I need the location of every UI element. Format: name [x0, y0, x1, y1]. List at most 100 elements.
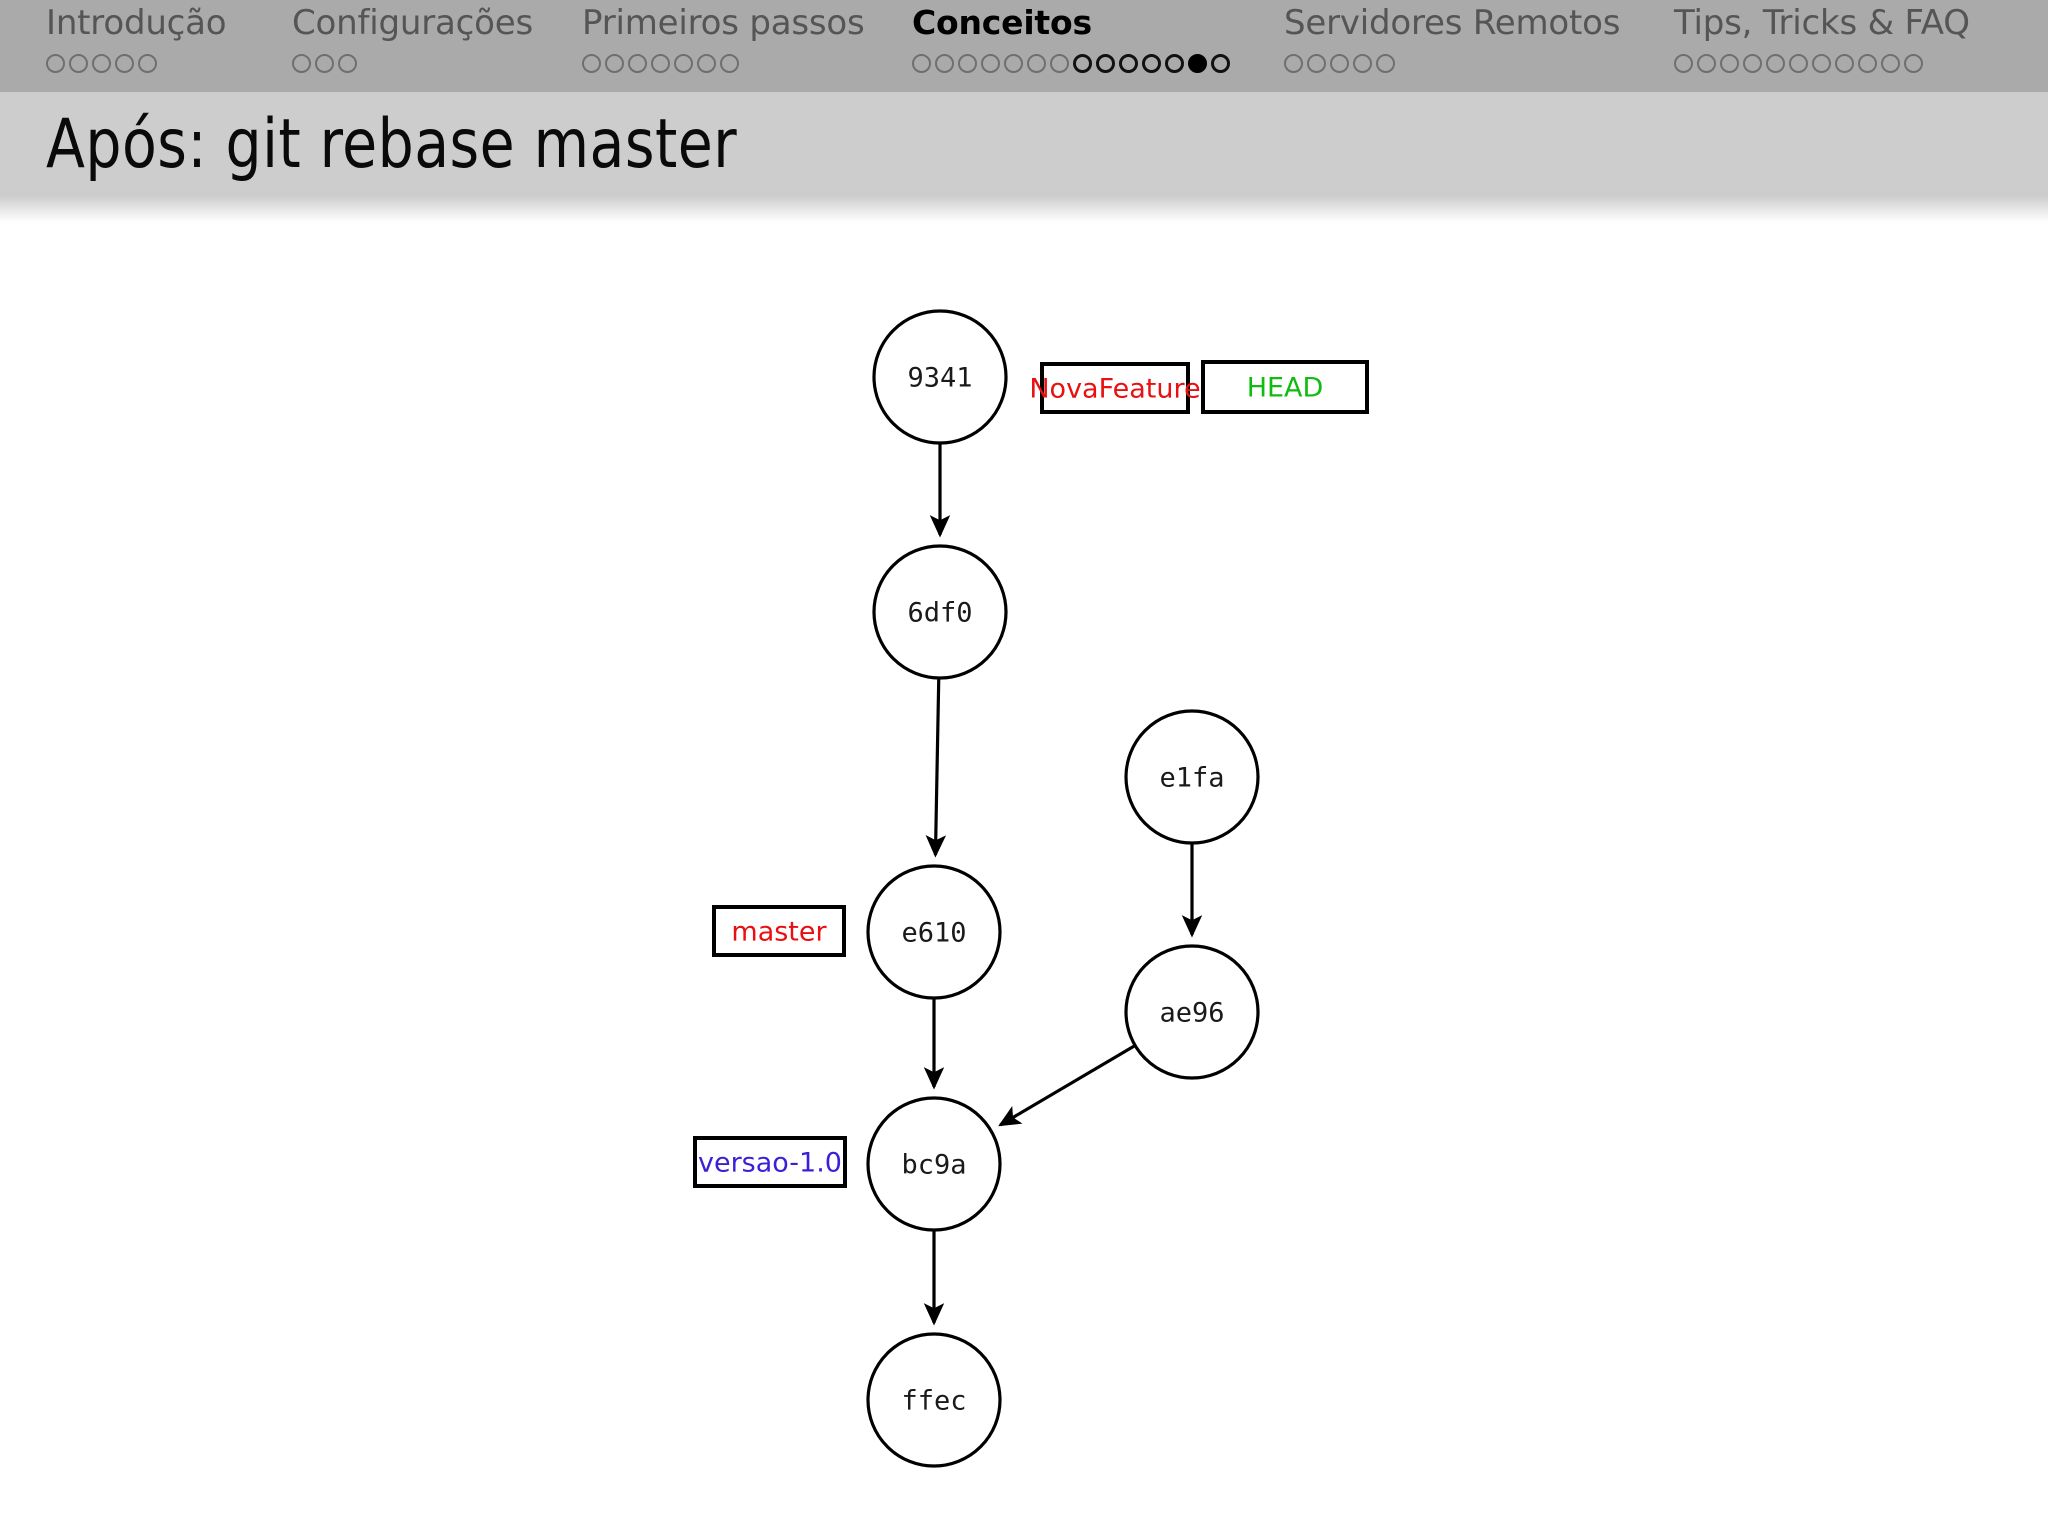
- commit-node-9341[interactable]: 9341: [872, 309, 1008, 445]
- nav-section-tips-tricks-faq[interactable]: Tips, Tricks & FAQ: [1674, 0, 2048, 80]
- nav-dot[interactable]: [1881, 53, 1900, 73]
- ref-label-versao-1-0[interactable]: versao-1.0: [693, 1136, 847, 1188]
- commit-node-e610[interactable]: e610: [866, 864, 1002, 1000]
- nav-section-label: Servidores Remotos: [1284, 3, 1621, 43]
- nav-dot[interactable]: [1119, 53, 1138, 73]
- nav-dot[interactable]: [720, 53, 739, 73]
- beamer-navigation-bar: Introdução Configurações Primeiros passos C…: [0, 0, 2048, 92]
- ref-label-text: master: [731, 917, 827, 948]
- ref-label-box: [1201, 360, 1369, 414]
- commit-node-e1fa[interactable]: e1fa: [1124, 709, 1260, 845]
- commit-node-circle: [1124, 709, 1260, 845]
- nav-section-dots: [1284, 46, 1395, 80]
- nav-dot[interactable]: [1720, 53, 1739, 73]
- nav-dot[interactable]: [935, 53, 954, 73]
- nav-dot[interactable]: [315, 53, 334, 73]
- graph-ref-labels: NovaFeature HEAD master versao-1.0: [693, 360, 1369, 1188]
- nav-section-label: Primeiros passos: [582, 3, 865, 43]
- nav-dot[interactable]: [582, 53, 601, 73]
- graph-edges: [923, 444, 1203, 1326]
- nav-dot[interactable]: [46, 53, 65, 73]
- nav-dot[interactable]: [1789, 53, 1808, 73]
- nav-dot[interactable]: [69, 53, 88, 73]
- commit-node-label: bc9a: [901, 1150, 966, 1181]
- commit-node-ffec[interactable]: ffec: [866, 1332, 1002, 1468]
- nav-dot[interactable]: [958, 53, 977, 73]
- commit-node-bc9a[interactable]: bc9a: [866, 1096, 1002, 1232]
- nav-section-label: Tips, Tricks & FAQ: [1674, 3, 1970, 43]
- nav-dot[interactable]: [138, 53, 157, 73]
- nav-dot-current[interactable]: [1188, 53, 1207, 73]
- nav-dot[interactable]: [1743, 53, 1762, 73]
- nav-section-dots: [292, 46, 357, 80]
- graph-nodes: 9341 6df0 e1fa e610 ae96 bc9a ffec: [866, 309, 1260, 1468]
- nav-dot[interactable]: [1835, 53, 1854, 73]
- nav-dot[interactable]: [697, 53, 716, 73]
- nav-dot[interactable]: [674, 53, 693, 73]
- nav-dot[interactable]: [912, 53, 931, 73]
- nav-dot[interactable]: [1812, 53, 1831, 73]
- commit-graph: 9341 6df0 e1fa e610 ae96 bc9a ffec NovaFeature…: [693, 309, 1369, 1468]
- commit-node-label: 6df0: [907, 598, 972, 629]
- nav-dot[interactable]: [292, 53, 311, 73]
- page-title: Após: git rebase master: [46, 104, 738, 184]
- nav-dot[interactable]: [115, 53, 134, 73]
- nav-dot[interactable]: [1027, 53, 1046, 73]
- nav-dot[interactable]: [1353, 53, 1372, 73]
- ref-label-novafeature[interactable]: NovaFeature: [1029, 362, 1201, 414]
- commit-node-label: e610: [901, 918, 966, 949]
- commit-edge-ae96-to-bc9a: [998, 1044, 1136, 1127]
- nav-dot[interactable]: [1142, 53, 1161, 73]
- nav-dot[interactable]: [1330, 53, 1349, 73]
- commit-node-label: 9341: [907, 363, 972, 394]
- nav-dot[interactable]: [628, 53, 647, 73]
- nav-dot[interactable]: [1376, 53, 1395, 73]
- commit-node-6df0[interactable]: 6df0: [872, 544, 1008, 680]
- nav-dot[interactable]: [1004, 53, 1023, 73]
- nav-dot[interactable]: [338, 53, 357, 73]
- nav-dot[interactable]: [1307, 53, 1326, 73]
- nav-dot[interactable]: [1766, 53, 1785, 73]
- commit-node-ae96[interactable]: ae96: [1124, 944, 1260, 1080]
- ref-label-master[interactable]: master: [712, 905, 846, 957]
- nav-dot[interactable]: [1858, 53, 1877, 73]
- commit-node-circle: [872, 544, 1008, 680]
- nav-dot[interactable]: [981, 53, 1000, 73]
- nav-section-dots: [1674, 46, 1923, 80]
- commit-edge-6df0-to-e610: [925, 678, 947, 858]
- nav-dot[interactable]: [1096, 53, 1115, 73]
- ref-label-text: NovaFeature: [1029, 374, 1200, 405]
- nav-dot[interactable]: [1904, 53, 1923, 73]
- nav-section-servidores-remotos[interactable]: Servidores Remotos: [1284, 0, 1674, 80]
- nav-dot[interactable]: [1697, 53, 1716, 73]
- commit-node-circle: [872, 309, 1008, 445]
- nav-dot[interactable]: [651, 53, 670, 73]
- nav-section-conceitos[interactable]: Conceitos: [912, 0, 1284, 80]
- commit-node-circle: [866, 864, 1002, 1000]
- commit-node-label: ae96: [1159, 998, 1224, 1029]
- nav-dot[interactable]: [1284, 53, 1303, 73]
- ref-label-text: versao-1.0: [698, 1148, 842, 1179]
- nav-dot[interactable]: [1211, 53, 1230, 73]
- nav-dot[interactable]: [1050, 53, 1069, 73]
- commit-graph-canvas: 9341 6df0 e1fa e610 ae96 bc9a ffec NovaFeature…: [0, 222, 2048, 1536]
- nav-dot[interactable]: [605, 53, 624, 73]
- nav-section-dots: [582, 46, 739, 80]
- nav-section-label: Conceitos: [912, 3, 1092, 42]
- nav-section-label: Configurações: [292, 3, 533, 43]
- nav-section-dots: [912, 46, 1230, 80]
- nav-section-primeiros-passos[interactable]: Primeiros passos: [582, 0, 912, 80]
- commit-node-circle: [866, 1332, 1002, 1468]
- ref-label-text: HEAD: [1247, 373, 1324, 404]
- nav-dot[interactable]: [1674, 53, 1693, 73]
- nav-section-configura-es[interactable]: Configurações: [292, 0, 582, 80]
- commit-node-label: e1fa: [1159, 763, 1224, 794]
- nav-dot[interactable]: [1073, 53, 1092, 73]
- nav-dot[interactable]: [1165, 53, 1184, 73]
- nav-dot[interactable]: [92, 53, 111, 73]
- ref-label-head[interactable]: HEAD: [1201, 360, 1369, 414]
- nav-section-introdu-o[interactable]: Introdução: [0, 0, 292, 80]
- nav-section-label: Introdução: [46, 3, 227, 43]
- commit-node-circle: [866, 1096, 1002, 1232]
- title-bar-fade: [0, 196, 2048, 222]
